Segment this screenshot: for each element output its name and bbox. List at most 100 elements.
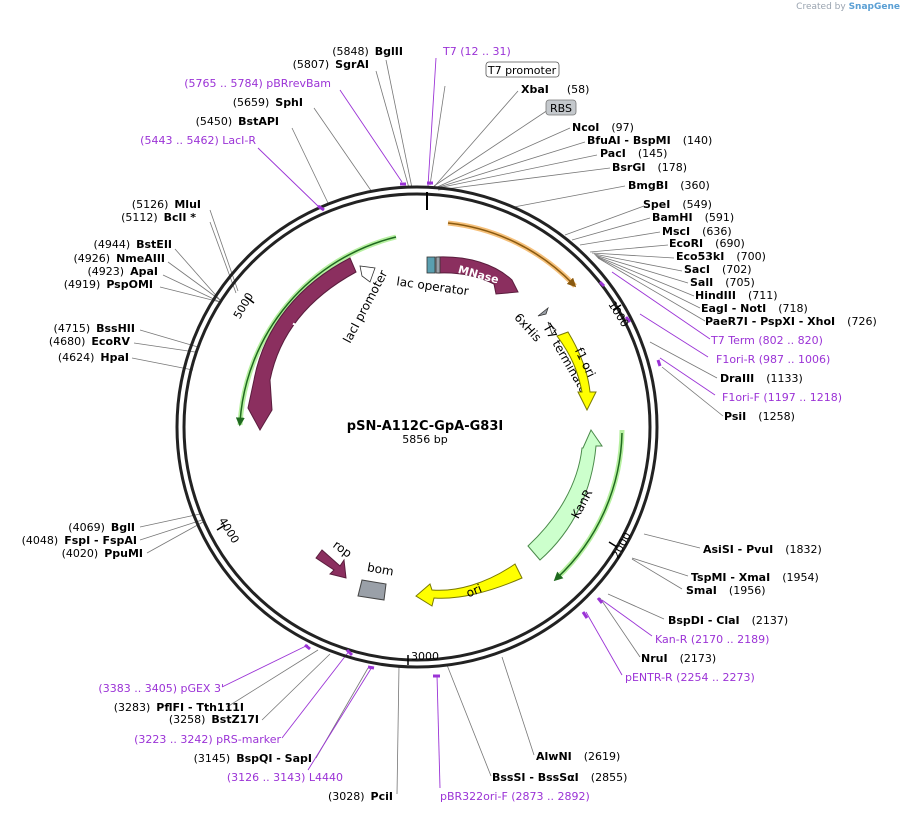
- site-hindiii: HindIII(711): [695, 289, 778, 302]
- site-paci: PacI(145): [600, 147, 667, 160]
- site-sphi: (5659)SphI: [233, 96, 303, 109]
- feature-rop: [315, 549, 347, 579]
- credit-prefix: Created by: [796, 2, 846, 12]
- primer-t7-term: T7 Term (802 .. 820): [710, 334, 823, 347]
- site-ecorv: (4680)EcoRV: [49, 335, 131, 348]
- site-pflfi: (3283)PflFI - Tth111I: [114, 701, 244, 714]
- site-bstz17i: (3258)BstZ17I: [169, 713, 259, 726]
- tick-5000: 5000: [231, 290, 256, 321]
- site-paer7i: PaeR7I - PspXI - XhoI(726): [705, 315, 877, 328]
- site-nrui: NruI(2173): [641, 652, 716, 665]
- site-mlui: (5126)MluI: [132, 198, 201, 211]
- primer-marks: [304, 181, 662, 678]
- site-bsrgi: BsrGI(178): [612, 161, 687, 174]
- feature-kanr: [527, 428, 603, 561]
- primer-laci-r: (5443 .. 5462) LacI-R: [140, 134, 256, 147]
- primer-pentr-r: pENTR-R (2254 .. 2273): [625, 671, 755, 684]
- lac-operator-label: lac operator: [396, 274, 470, 298]
- tick-4000: 4000: [216, 515, 242, 546]
- site-psii: PsiI(1258): [724, 410, 795, 423]
- site-eco53ki: Eco53kI(700): [676, 250, 766, 263]
- feature-laci: [247, 257, 357, 432]
- site-saci: SacI(702): [684, 263, 752, 276]
- site-alwni: AlwNI(2619): [536, 750, 620, 763]
- primer-f1ori-r: F1ori-R (987 .. 1006): [716, 353, 830, 366]
- site-bsteii: (4944)BstEII: [94, 238, 172, 251]
- site-spei: SpeI(549): [643, 198, 712, 211]
- site-nmeaiii: (4926)NmeAIII: [74, 252, 166, 265]
- feature-bom: [357, 579, 387, 601]
- site-bsssi: BssSI - BssSαI(2855): [492, 771, 627, 784]
- tick-2000: 2000: [609, 530, 634, 561]
- rbs-label: RBS: [550, 102, 572, 115]
- credit-brand: SnapGene: [848, 2, 900, 12]
- plasmid-length: 5856 bp: [402, 433, 447, 446]
- orf-laci-line-core: [235, 236, 397, 427]
- site-sgrai: (5807)SgrAI: [293, 58, 369, 71]
- site-asisi: AsiSI - PvuI(1832): [703, 543, 822, 556]
- site-smai: SmaI(1956): [686, 584, 765, 597]
- site-bamhi: BamHI(591): [652, 211, 734, 224]
- site-ppumi: (4020)PpuMI: [62, 547, 143, 560]
- backbone-inner: [182, 192, 652, 662]
- primer-prs-marker: (3223 .. 3242) pRS-marker: [134, 733, 281, 746]
- primer-kan-r: Kan-R (2170 .. 2189): [655, 633, 769, 646]
- feature-mnase: [437, 256, 519, 295]
- leader-lines: [131, 59, 724, 795]
- feature-ori: [415, 563, 523, 607]
- backbone-outer: [175, 185, 659, 669]
- feature-lac-operator-box: [426, 256, 436, 274]
- primer-t7: T7 (12 .. 31): [442, 45, 511, 58]
- site-xbai: XbaI(58): [521, 83, 589, 96]
- bom-label: bom: [366, 560, 395, 578]
- site-ecori: EcoRI(690): [669, 237, 745, 250]
- site-fspi: (4048)FspI - FspAI: [22, 534, 137, 547]
- site-pspomi: (4919)PspOMI: [64, 278, 153, 291]
- site-bfuai: BfuAI - BspMI(140): [587, 134, 712, 147]
- primer-leader-lines: [221, 57, 716, 789]
- enzyme-labels-right: XbaI(58) NcoI(97) BfuAI - BspMI(140) Pac…: [492, 83, 877, 784]
- site-eagi: EagI - NotI(718): [701, 302, 808, 315]
- site-bglii: (5848)BglII: [332, 45, 403, 58]
- site-tspmi: TspMI - XmaI(1954): [691, 571, 819, 584]
- site-sali: SalI(705): [690, 276, 755, 289]
- site-bspdi: BspDI - ClaI(2137): [668, 614, 788, 627]
- site-msci: MscI(636): [662, 225, 732, 238]
- ori-label: ori: [464, 581, 484, 600]
- site-bmgbi: BmgBI(360): [628, 179, 710, 192]
- site-apai: (4923)ApaI: [88, 265, 158, 278]
- site-hpai: (4624)HpaI: [58, 351, 129, 364]
- snapgene-credit: Created by SnapGene: [796, 2, 900, 12]
- t7-promoter-box: [485, 61, 560, 78]
- primer-l4440: (3126 .. 3143) L4440: [227, 771, 343, 784]
- site-pcii: (3028)PciI: [328, 790, 393, 803]
- site-bcli: (5112)BclI *: [121, 211, 196, 224]
- t7-promoter-label: T7 promoter: [487, 64, 557, 77]
- site-bgli: (4069)BglI: [68, 521, 135, 534]
- rop-label: rop: [330, 538, 354, 561]
- site-ncoi: NcoI(97): [572, 121, 634, 134]
- feature-his6: [537, 306, 549, 317]
- rbs-box: [545, 99, 577, 116]
- feature-t7-terminator: [547, 321, 557, 335]
- scale-ticks: [216, 296, 622, 665]
- feature-laci-promoter: [359, 265, 376, 283]
- site-bsshii: (4715)BssHII: [54, 322, 135, 335]
- orf-mnase-line-core: [447, 222, 577, 288]
- tick-3000: 3000: [411, 650, 439, 663]
- site-bstapi: (5450)BstAPI: [196, 115, 279, 128]
- feature-f1-ori: [556, 331, 597, 412]
- plasmid-name: pSN-A112C-GpA-G83I: [347, 419, 503, 434]
- site-draiii: DraIII(1133): [720, 372, 803, 385]
- enzyme-labels-left: (5848)BglII (5807)SgrAI (5659)SphI (5450…: [22, 45, 403, 803]
- primer-labels: T7 (12 .. 31) (5765 .. 5784) pBRrevBam (…: [98, 45, 842, 803]
- primer-pgex3: (3383 .. 3405) pGEX 3': [98, 682, 224, 695]
- laci-promoter-label: lacI promoter: [340, 268, 390, 346]
- primer-pbr322ori-f: pBR322ori-F (2873 .. 2892): [440, 790, 590, 803]
- primer-pbrrevbam: (5765 .. 5784) pBRrevBam: [184, 77, 331, 90]
- orf-kanr-line-core: [553, 432, 623, 582]
- primer-f1ori-f: F1ori-F (1197 .. 1218): [722, 391, 842, 404]
- site-bspqi: (3145)BspQI - SapI: [194, 752, 312, 765]
- feature-rbs-box: [435, 256, 441, 274]
